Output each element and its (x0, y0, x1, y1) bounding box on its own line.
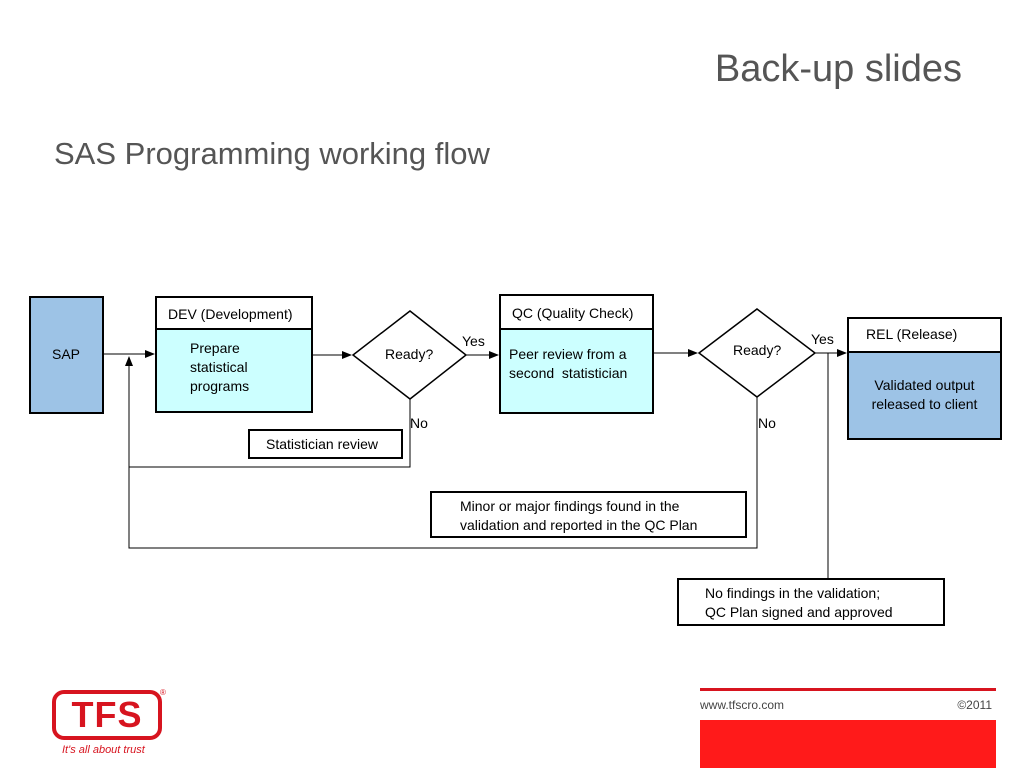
footer-url: www.tfscro.com (700, 698, 785, 712)
findings-text: Minor or major findings found in the val… (460, 497, 697, 535)
rel-body-line: released to client (871, 396, 978, 412)
footer-copyright: ©2011 (957, 698, 992, 712)
tfs-logo: TFS (52, 690, 162, 740)
findings-box (430, 491, 747, 538)
qc-title-box (499, 294, 654, 330)
dev-body-line: programs (190, 378, 250, 394)
rel-body-box (847, 351, 1002, 440)
loop-no-1 (129, 399, 411, 468)
rel-title: REL (Release) (866, 326, 958, 342)
no-findings-box (677, 578, 945, 626)
dev-body-line: statistical (190, 359, 248, 375)
findings-line: Minor or major findings found in the (460, 498, 680, 514)
ready-label-1: Ready? (385, 346, 434, 362)
loop-no-2 (125, 356, 758, 549)
header-title: Back-up slides (714, 48, 962, 90)
no-label-1: No (410, 415, 428, 431)
footer-rule (700, 688, 996, 691)
no-findings-line: QC Plan signed and approved (705, 604, 893, 620)
dev-title-box (155, 296, 313, 330)
statistician-review-box (248, 429, 403, 459)
ready-label-2: Ready? (733, 342, 782, 358)
qc-body-box (499, 328, 654, 414)
sap-label: SAP (52, 346, 81, 362)
rel-body: Validated output released to client (848, 376, 1001, 414)
yes-label-2: Yes (811, 331, 834, 347)
no-findings-text: No findings in the validation; QC Plan s… (705, 584, 893, 622)
rel-body-line: Validated output (874, 377, 975, 393)
statistician-review-label: Statistician review (266, 436, 379, 452)
qc-body-line: Peer review from a (509, 346, 627, 362)
dev-body-line: Prepare (190, 340, 240, 356)
yes-label-1: Yes (462, 333, 485, 349)
dev-title: DEV (Development) (168, 306, 293, 322)
tagline: It's all about trust (62, 744, 145, 756)
no-label-2: No (758, 415, 776, 431)
page-title: SAS Programming working flow (54, 136, 490, 171)
findings-line: validation and reported in the QC Plan (460, 517, 698, 533)
footer-red-band (700, 720, 996, 768)
qc-body-line: second statistician (509, 365, 628, 381)
no-findings-line: No findings in the validation; (705, 585, 881, 601)
registered-mark: ® (160, 688, 166, 697)
dev-body: Prepare statistical programs (190, 339, 249, 396)
dev-body-box (155, 328, 313, 413)
qc-title: QC (Quality Check) (512, 305, 634, 321)
sap-box (29, 296, 104, 414)
qc-body: Peer review from a second statistician (509, 345, 627, 383)
